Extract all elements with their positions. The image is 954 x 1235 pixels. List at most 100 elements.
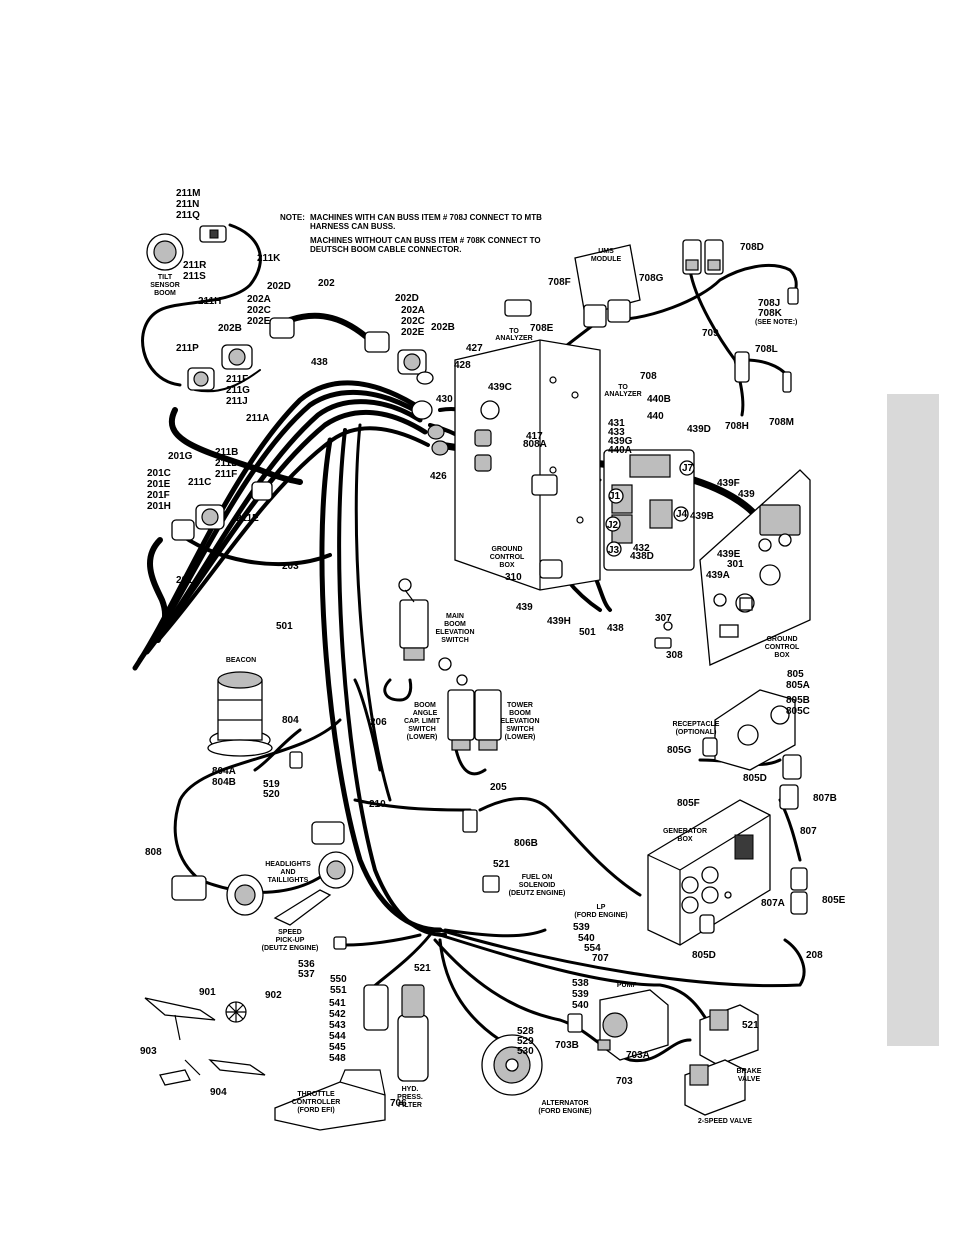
label-gcb-b2: CONTROL <box>765 644 800 651</box>
label-gcb-a2: CONTROL <box>490 554 525 561</box>
callout: 709 <box>702 328 719 339</box>
callout: 438D <box>630 551 654 562</box>
callout: 202D <box>267 281 291 292</box>
callout: 439B <box>690 511 714 522</box>
callout: 805 <box>787 669 804 680</box>
label-ums-2: MODULE <box>591 256 622 263</box>
callout: 201G <box>168 451 193 462</box>
callout: 805E <box>822 895 846 906</box>
callout: 521 <box>742 1020 759 1031</box>
speed-pickup <box>333 936 347 950</box>
limit-switches <box>438 657 502 751</box>
callout: 211F <box>215 469 237 480</box>
label-analyzer-a1: TO <box>509 328 519 335</box>
label-boom-angle-2: ANGLE <box>413 710 438 717</box>
callout: 211A <box>246 413 269 424</box>
component-labels: TILT SENSOR BOOM UMS MODULE TO ANALYZER … <box>150 248 800 1125</box>
callout: 808A <box>523 439 547 450</box>
callout: 433 <box>608 427 625 438</box>
callout: 540 <box>572 1000 589 1011</box>
callout: 211G <box>226 385 250 396</box>
callout: 439D <box>687 424 711 435</box>
pump <box>567 989 669 1061</box>
label-boom-angle-1: BOOM <box>414 702 436 709</box>
label-brake-1: BRAKE <box>737 1068 762 1075</box>
label-speed-3: (DEUTZ ENGINE) <box>262 945 319 952</box>
callout: 201F <box>147 490 170 501</box>
callout: 554 <box>584 943 601 954</box>
callout: 310 <box>505 572 522 583</box>
callout: 545 <box>329 1042 346 1053</box>
callout: 805B <box>786 695 810 706</box>
callout: 211C <box>188 477 211 488</box>
beacon <box>207 671 303 769</box>
label-lp-1: LP <box>597 904 606 911</box>
connector-807a <box>790 867 808 915</box>
callout: 211R <box>183 260 207 271</box>
fuel-solenoid <box>462 809 500 893</box>
label-speed-2: PICK-UP <box>276 937 305 944</box>
callout: 201C <box>147 468 171 479</box>
note-line1: MACHINES WITH CAN BUSS ITEM # 708J CONNE… <box>310 213 542 222</box>
label-main-boom-2: BOOM <box>444 621 466 628</box>
label-lights-1: HEADLIGHTS <box>265 861 311 868</box>
callout: 804 <box>282 715 299 726</box>
callout: 541 <box>329 998 346 1009</box>
callout: 417 <box>526 431 543 442</box>
callout: 807 <box>800 826 817 837</box>
callout: 430 <box>436 394 453 405</box>
callout: 708M <box>769 417 794 428</box>
callout: 807B <box>813 793 837 804</box>
callout: 438 <box>607 623 624 634</box>
callout: 805A <box>786 680 810 691</box>
label-generator-1: GENERATOR <box>663 828 707 835</box>
connector-group-211 <box>187 317 295 391</box>
callout: 308 <box>666 650 683 661</box>
callout: 807A <box>761 898 785 909</box>
label-tower-2: BOOM <box>509 710 531 717</box>
callout: 211N <box>176 199 199 210</box>
callout: 708F <box>548 277 571 288</box>
alternator <box>481 1034 543 1096</box>
callout: 439A <box>706 570 730 581</box>
label-throttle-2: CONTROLLER <box>292 1099 341 1106</box>
note-prefix: NOTE: <box>280 213 305 222</box>
callout: 501 <box>579 627 596 638</box>
callout: 211S <box>183 271 206 282</box>
label-hyd-3: FILTER <box>398 1102 422 1109</box>
callout: 439 <box>738 489 755 500</box>
callout: 202C <box>401 316 425 327</box>
callout: 202E <box>401 327 425 338</box>
callout: 536 <box>298 959 315 970</box>
label-analyzer-b1: TO <box>618 384 628 391</box>
callout: 438 <box>311 357 328 368</box>
receptacle <box>702 689 796 771</box>
callout: 439E <box>717 549 741 560</box>
callout: 211J <box>226 396 248 407</box>
callout: 440 <box>647 411 664 422</box>
label-fuel-3: (DEUTZ ENGINE) <box>509 890 566 897</box>
callout: 211P <box>176 343 199 354</box>
throttle-controller <box>274 984 389 1131</box>
callout: J3 <box>608 545 620 556</box>
callout: 904 <box>210 1087 227 1098</box>
callout: 530 <box>517 1046 534 1057</box>
label-ums-1: UMS <box>598 248 614 255</box>
callout: 539 <box>572 989 589 1000</box>
callout: J1 <box>609 491 621 502</box>
ground-control-box <box>454 339 601 591</box>
callout: 202A <box>247 294 271 305</box>
callout: 708J <box>758 298 780 309</box>
callout: 202 <box>318 278 335 289</box>
callout: 440A <box>608 445 632 456</box>
callout: 301 <box>727 559 744 570</box>
callout: 707 <box>592 953 609 964</box>
label-speed-1: SPEED <box>278 929 302 936</box>
tilt-sensor <box>146 225 227 271</box>
label-analyzer-a2: ANALYZER <box>495 335 532 342</box>
callout: 805F <box>677 798 700 809</box>
label-main-boom-3: ELEVATION <box>435 629 474 636</box>
callout: 805C <box>786 706 810 717</box>
callout: 211B <box>215 447 238 458</box>
label-receptacle-1: RECEPTACLE <box>673 721 720 728</box>
